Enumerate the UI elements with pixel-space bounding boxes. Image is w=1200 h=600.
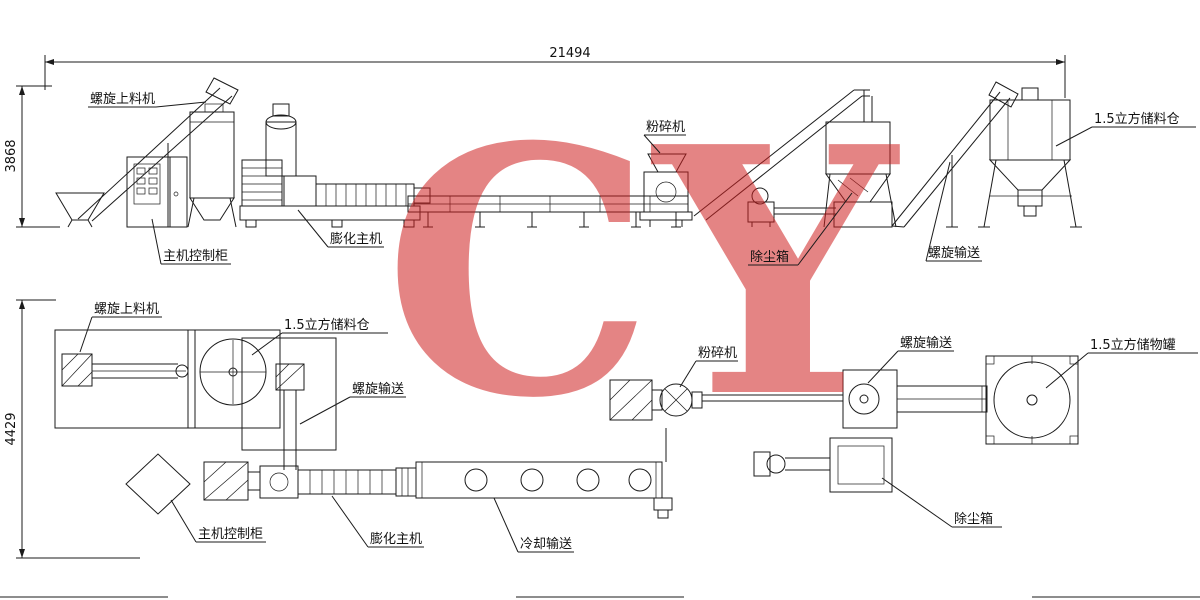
label-screw-conveyor-elev: 螺旋输送 [925,161,982,262]
plan-screw-feeder [54,329,196,429]
dim-elevation-height-text: 3868 [4,139,19,172]
label-storage-bin-plan: 1.5立方储料仓 [251,317,388,356]
svg-text:冷却输送: 冷却输送 [520,536,572,552]
svg-text:螺旋输送: 螺旋输送 [928,245,980,261]
plan-screw-conveyor-feed [241,337,337,470]
plan-crusher [609,379,703,421]
elev-control-cabinet [126,156,188,228]
svg-text:除尘箱: 除尘箱 [954,511,993,527]
dimension-total-length: 21494 [44,46,1066,98]
elev-extruder [239,103,431,228]
svg-text:膨化主机: 膨化主机 [370,532,422,547]
svg-text:主机控制柜: 主机控制柜 [163,249,228,264]
plan-control-cabinet [125,453,191,515]
label-screw-conveyor-feed-plan: 螺旋输送 [299,381,406,425]
svg-text:膨化主机: 膨化主机 [330,232,382,247]
elev-storage-bin [978,87,1082,228]
svg-text:螺旋输送: 螺旋输送 [352,381,404,397]
plan-storage-bin [187,329,281,429]
watermark-text: CY [383,74,903,473]
plan-storage-tank [985,355,1079,445]
label-control-cabinet-plan: 主机控制柜 [170,499,266,543]
plan-view [54,329,1079,519]
label-control-cabinet-elev: 主机控制柜 [151,218,231,265]
label-crusher-plan: 粉碎机 [679,346,738,388]
svg-text:粉碎机: 粉碎机 [646,120,685,135]
label-dust-box-plan: 除尘箱 [881,477,1002,528]
label-dust-box-elev: 除尘箱 [748,192,853,266]
label-screw-feeder-plan: 螺旋上料机 [79,302,162,353]
dim-total-length-text: 21494 [549,46,590,61]
label-extruder-elev: 膨化主机 [297,209,384,248]
svg-text:螺旋上料机: 螺旋上料机 [94,302,159,317]
label-crusher-elev: 粉碎机 [643,120,686,154]
elev-dust-box [823,121,897,228]
svg-text:除尘箱: 除尘箱 [750,249,789,265]
svg-text:1.5立方储料仓: 1.5立方储料仓 [284,317,370,333]
label-screw-conveyor-discharge-plan: 螺旋输送 [867,335,954,384]
plan-screw-conveyor-discharge [842,369,988,429]
svg-text:螺旋上料机: 螺旋上料机 [90,92,155,107]
svg-text:粉碎机: 粉碎机 [698,346,737,361]
dim-plan-depth-text: 4429 [4,412,19,445]
plan-cooling-conveyor [415,428,673,519]
label-storage-bin-elev: 1.5立方储料仓 [1055,111,1196,147]
label-storage-tank-plan: 1.5立方储物罐 [1045,337,1198,389]
svg-text:螺旋输送: 螺旋输送 [900,335,952,351]
elev-feed-bin [187,103,237,228]
elevation-view [55,77,1082,228]
plan-dust-box [753,437,893,493]
dimension-elevation-height: 3868 [4,85,60,228]
elev-pneumatic-duct [693,89,873,221]
dimension-plan-depth: 4429 [4,299,140,559]
elev-crusher [639,153,693,227]
elev-screw-conveyor [891,81,1019,228]
label-screw-feeder-elev: 螺旋上料机 [88,92,207,108]
label-cooling-conveyor-plan: 冷却输送 [493,497,574,553]
label-extruder-plan: 膨化主机 [331,495,424,548]
svg-text:1.5立方储物罐: 1.5立方储物罐 [1090,337,1176,353]
svg-text:1.5立方储料仓: 1.5立方储料仓 [1094,111,1180,127]
svg-text:主机控制柜: 主机控制柜 [198,527,263,542]
plan-transfer-pipe [702,394,843,402]
